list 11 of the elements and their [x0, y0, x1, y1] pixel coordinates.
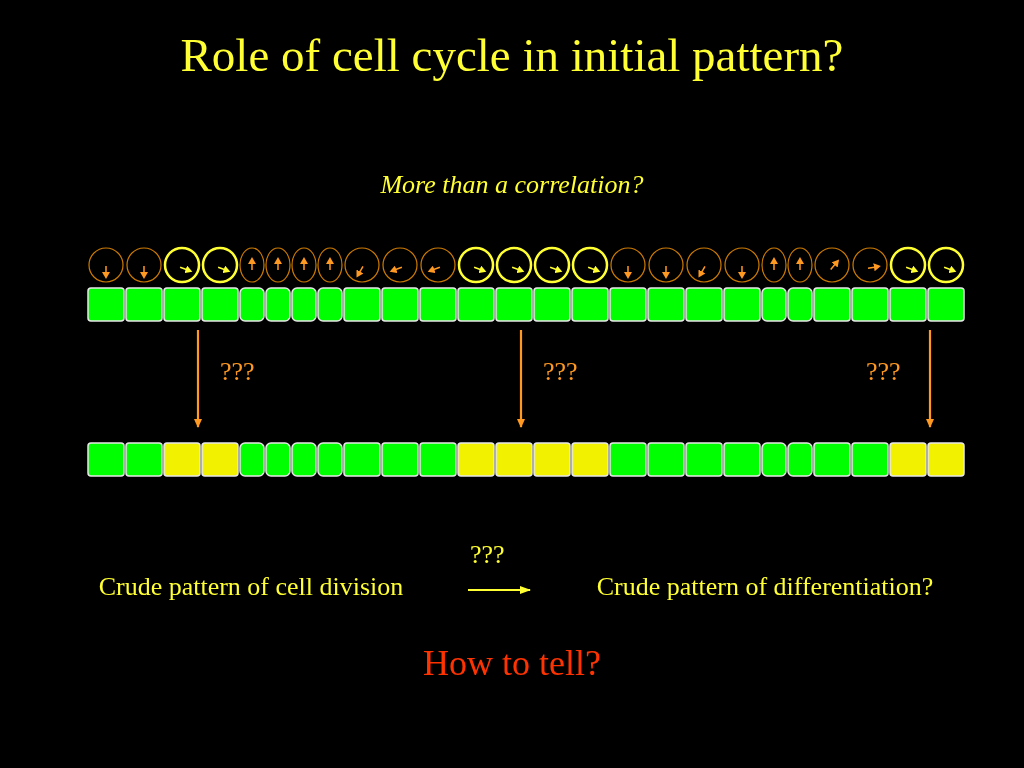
question-text: How to tell?: [422, 642, 602, 684]
slide-title: Role of cell cycle in initial pattern?: [179, 28, 845, 82]
arrow: [517, 330, 525, 428]
cell-row: [86, 441, 968, 480]
statement-text: Crude pattern of cell division: [97, 572, 405, 602]
statement-text: Crude pattern of differentiation?: [595, 572, 935, 602]
subtitle-text: More than a correlation?: [379, 170, 645, 200]
cell-row: [86, 286, 968, 324]
arrow: [926, 330, 934, 428]
arrow: [194, 330, 202, 428]
arrow: [468, 586, 531, 594]
